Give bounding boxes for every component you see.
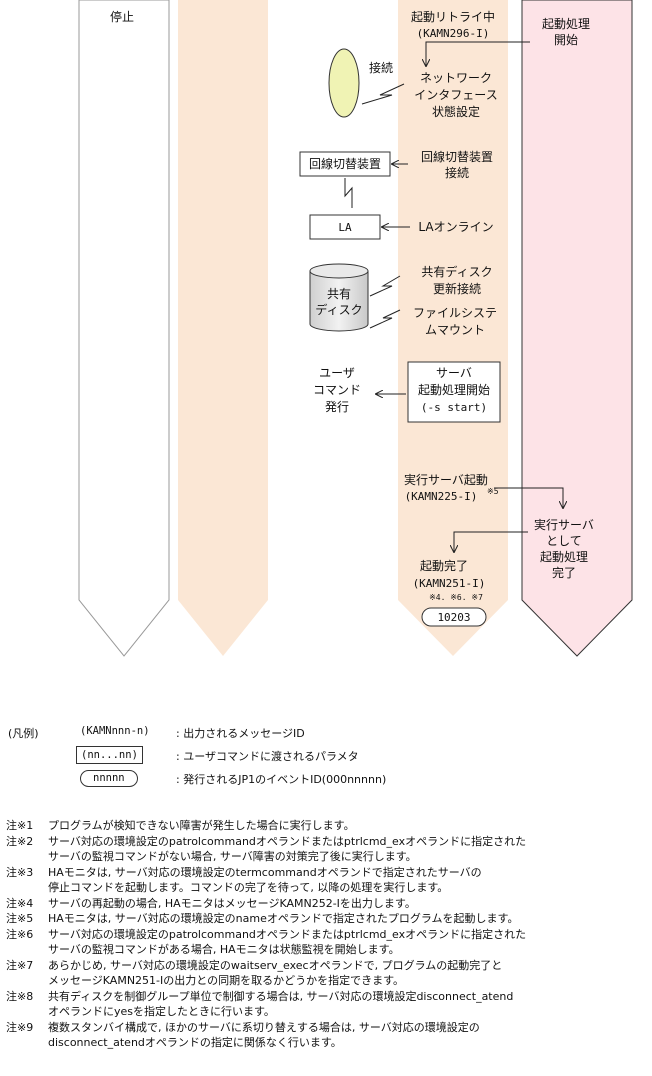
retry-column (398, 0, 508, 656)
event-id-oval (421, 607, 487, 627)
stopped-label: 停止 (110, 9, 134, 24)
start-complete-notes: ※4. ※6. ※7 (429, 593, 483, 602)
server-start-1: サーバ (436, 366, 472, 380)
user-cmd-3: 発行 (325, 400, 349, 414)
start-processing-label-1: 起動処理 (542, 17, 590, 31)
server-start-box (407, 361, 501, 423)
network-if-3: 状態設定 (432, 104, 480, 119)
legend-msg-desc: : 出力されるメッセージID (176, 727, 305, 740)
start-to-network-arrow (426, 41, 530, 66)
event-id: 10203 (437, 611, 470, 624)
shared-disk-top (309, 263, 369, 279)
complete-to-done-arrow (454, 531, 528, 552)
legend-param-desc: : ユーザコマンドに渡されるパラメタ (176, 750, 359, 763)
legend-param-sample: (nn...nn) (76, 746, 143, 764)
start-processing-label-2: 開始 (554, 33, 578, 47)
server-start-2: 起動処理開始 (418, 383, 490, 397)
as-exec-server-2: として (546, 534, 582, 548)
as-exec-server-3: 起動処理 (540, 550, 588, 564)
flow-diagram: 停止 起動リトライ中 (KAMN296-I) 起動処理 開始 接続 ネットワーク… (78, 0, 633, 657)
user-cmd-2: コマンド (313, 383, 361, 397)
start-complete-msg: (KAMN251-I) (413, 577, 486, 590)
disk-lightning-2 (369, 309, 401, 329)
legend-event-desc: : 発行されるJP1のイベントID(000nnnnn) (176, 773, 387, 786)
start-complete: 起動完了 (420, 558, 468, 573)
la-box-label: LA (338, 221, 352, 234)
fs-mount-1: ファイルシステ (413, 306, 497, 320)
network-ellipse (328, 48, 360, 118)
shared-disk-label-1: 共有 (327, 287, 351, 301)
network-if-2: インタフェース (414, 88, 497, 102)
processing-column (521, 0, 633, 657)
line-switch-lightning (344, 178, 353, 208)
la-online-label: LAオンライン (418, 220, 493, 234)
startup-retry-msg: (KAMN296-I) (417, 27, 490, 40)
stopped-column (78, 0, 170, 657)
startup-retry-label: 起動リトライ中 (411, 9, 495, 24)
connect-label: 接続 (369, 60, 393, 75)
lightning-icon (361, 83, 405, 105)
la-box (309, 214, 381, 240)
exec-to-complete-arrow (494, 487, 563, 508)
fs-mount-2: ムマウント (425, 323, 485, 337)
legend-title: (凡例) (8, 727, 39, 740)
network-if-1: ネットワーク (420, 71, 492, 85)
line-switch-box (299, 151, 391, 177)
tan-column (178, 0, 268, 656)
exec-server-start: 実行サーバ起動 (404, 472, 488, 487)
line-switch-connect-2: 接続 (445, 165, 469, 180)
shared-disk-label-2: ディスク (315, 302, 362, 317)
line-switch-device-label: 回線切替装置 (309, 156, 381, 171)
user-cmd-1: ユーザ (319, 366, 355, 380)
shared-disk-connect-1: 共有ディスク (421, 264, 492, 279)
exec-server-msg: (KAMN225-I) (405, 490, 478, 503)
server-start-3: (-s start) (421, 401, 487, 414)
disk-lightning-1 (369, 275, 401, 297)
exec-server-note: ※5 (487, 487, 499, 496)
legend-msg-sample: (KAMNnnn-n) (80, 725, 150, 737)
shared-disk-connect-2: 更新接続 (433, 281, 481, 296)
shared-disk-icon (309, 271, 369, 332)
legend-event-sample: nnnnn (80, 770, 138, 787)
line-switch-connect-1: 回線切替装置 (421, 149, 493, 164)
as-exec-server-1: 実行サーバ (534, 517, 594, 532)
as-exec-server-4: 完了 (552, 565, 576, 580)
